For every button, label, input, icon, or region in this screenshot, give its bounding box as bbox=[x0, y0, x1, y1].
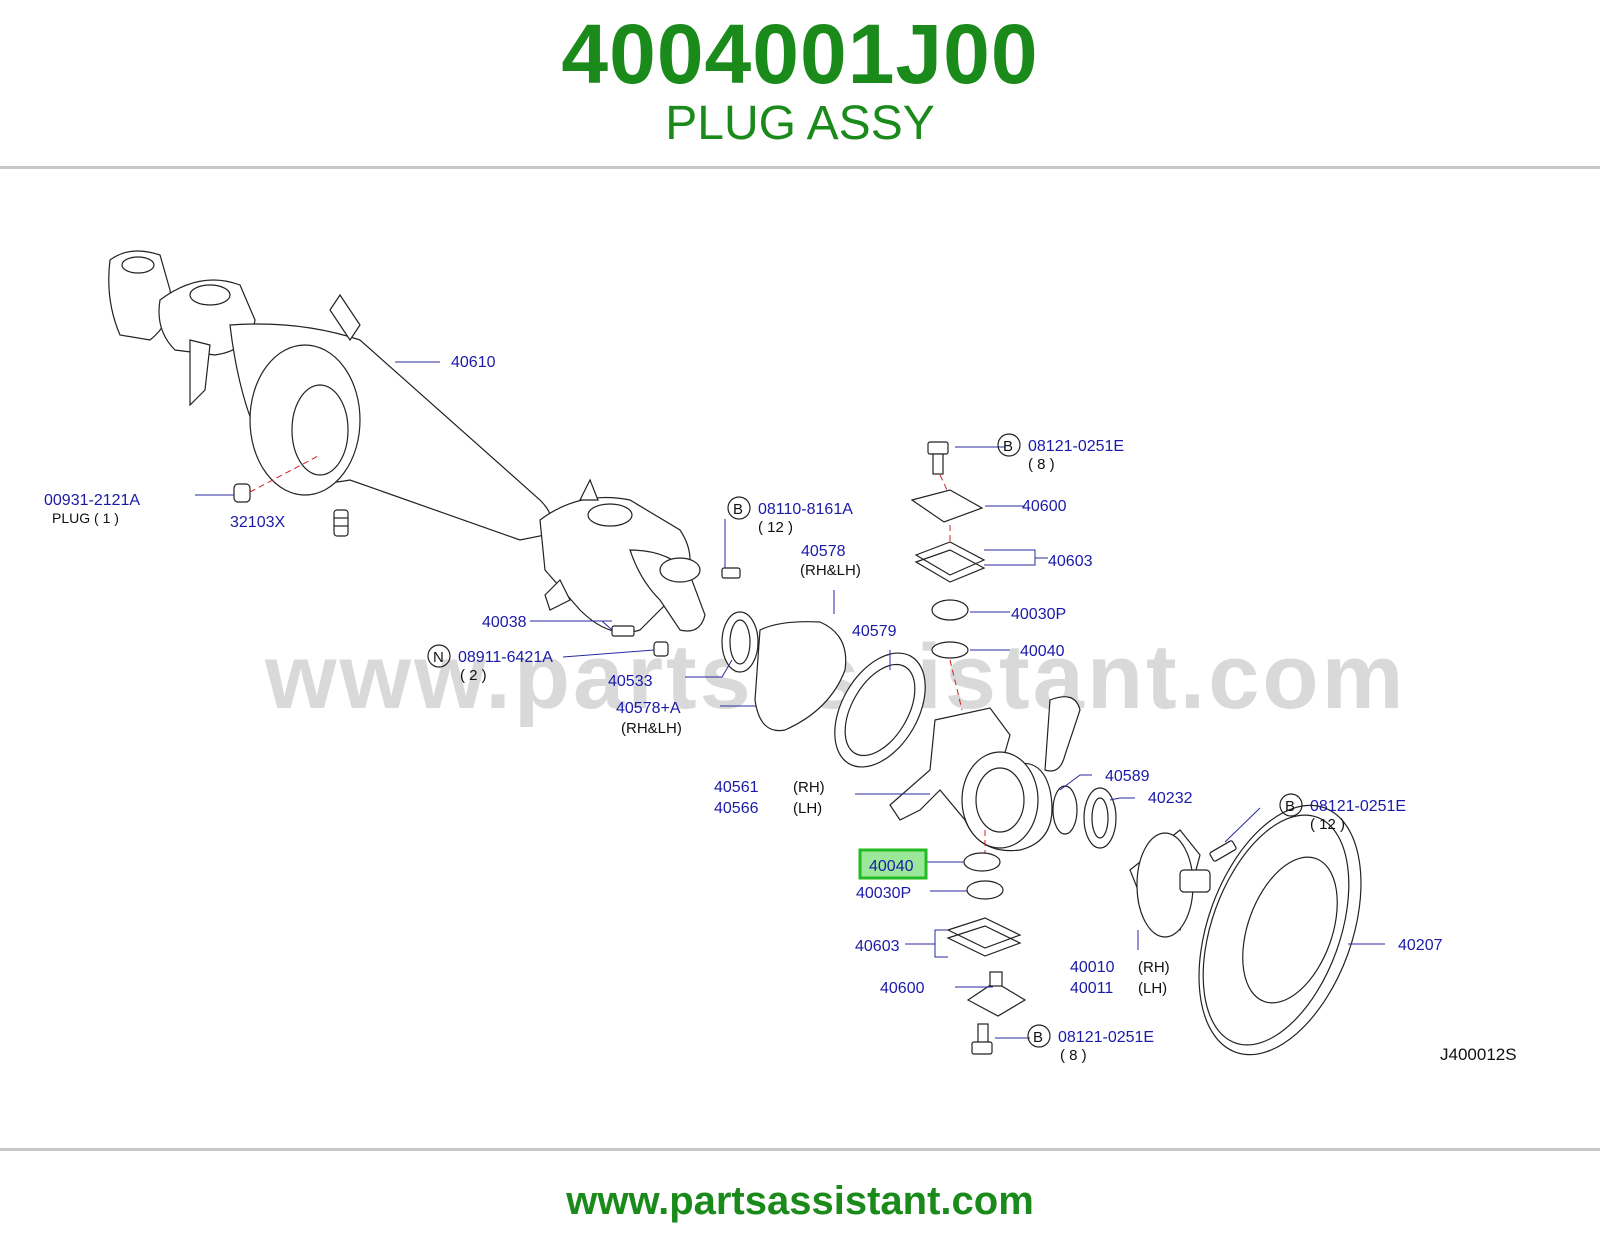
seal-40579 bbox=[834, 652, 926, 768]
n-badge-08911 bbox=[427, 644, 451, 668]
b-badge-08110 bbox=[727, 496, 751, 520]
label-40011[interactable]: 40011 bbox=[1070, 980, 1113, 997]
label-40603-top[interactable]: 40603 bbox=[1048, 553, 1093, 570]
label-40566[interactable]: 40566 bbox=[714, 800, 759, 817]
b-letter-08121-bottom: B bbox=[1033, 1029, 1043, 1046]
shim-40603-top bbox=[914, 541, 986, 576]
label-40030p-bottom[interactable]: 40030P bbox=[856, 885, 911, 902]
label-qty-2: ( 2 ) bbox=[460, 667, 487, 684]
label-rhlh-1: (RH&LH) bbox=[800, 562, 861, 579]
cap-40600-top bbox=[910, 489, 984, 523]
gasket-40578 bbox=[754, 621, 847, 732]
label-qty-12-a: ( 12 ) bbox=[758, 519, 793, 536]
label-40589[interactable]: 40589 bbox=[1105, 768, 1150, 785]
shim-40603-bottom bbox=[946, 917, 1022, 949]
selected-part-highlight bbox=[858, 848, 928, 880]
header: 4004001J00 PLUG ASSY bbox=[0, 0, 1600, 168]
drawing-code: J400012S bbox=[1440, 1045, 1517, 1064]
b-badge-08121-top bbox=[997, 433, 1021, 457]
bolt-40038 bbox=[611, 625, 635, 637]
label-00931-2121a[interactable]: 00931-2121A bbox=[44, 492, 140, 509]
label-40610[interactable]: 40610 bbox=[451, 354, 496, 371]
label-40533[interactable]: 40533 bbox=[608, 673, 653, 690]
n-letter-08911: N bbox=[433, 649, 444, 666]
label-08121-0251e-mid[interactable]: 08121-0251E bbox=[1310, 798, 1406, 815]
label-08121-0251e-top[interactable]: 08121-0251E bbox=[1028, 438, 1124, 455]
label-qty-8-top: ( 8 ) bbox=[1028, 456, 1055, 473]
label-40040-top[interactable]: 40040 bbox=[1020, 643, 1065, 660]
plug-part bbox=[233, 483, 251, 503]
label-rhlh-2: (RH&LH) bbox=[621, 720, 682, 737]
diagram-canvas: www.partsassistant.com bbox=[44, 250, 1517, 1064]
label-40578[interactable]: 40578 bbox=[801, 543, 846, 560]
seal-40589 bbox=[1052, 785, 1078, 835]
label-rh-2: (RH) bbox=[1138, 959, 1170, 976]
label-40579[interactable]: 40579 bbox=[852, 623, 897, 640]
label-40600-top[interactable]: 40600 bbox=[1022, 498, 1067, 515]
label-40600-bottom[interactable]: 40600 bbox=[880, 980, 925, 997]
bearing-40030p-bottom bbox=[966, 880, 1004, 900]
label-plug-qty: PLUG ( 1 ) bbox=[52, 510, 119, 526]
label-40561[interactable]: 40561 bbox=[714, 779, 759, 796]
label-08911-6421a[interactable]: 08911-6421A bbox=[458, 649, 553, 666]
cap-40600-bottom bbox=[966, 981, 1027, 1017]
label-40038[interactable]: 40038 bbox=[482, 614, 527, 631]
label-08110-8161a[interactable]: 08110-8161A bbox=[758, 501, 853, 518]
brake-disc-40207 bbox=[1198, 804, 1362, 1056]
label-40578-a[interactable]: 40578+A bbox=[616, 700, 681, 717]
b-badge-08121-mid bbox=[1279, 793, 1303, 817]
knuckle-drawing bbox=[889, 696, 1081, 852]
label-32103x[interactable]: 32103X bbox=[230, 514, 285, 531]
label-40040-selected[interactable]: 40040 bbox=[869, 858, 914, 875]
label-qty-12-b: ( 12 ) bbox=[1310, 816, 1345, 833]
label-rh-1: (RH) bbox=[793, 779, 825, 796]
hub-drawing bbox=[1129, 829, 1211, 938]
label-40030p-top[interactable]: 40030P bbox=[1011, 606, 1066, 623]
parts-diagram: www.partsassistant.com bbox=[0, 230, 1600, 1110]
b-badge-08121-bottom bbox=[1027, 1024, 1051, 1048]
label-lh-2: (LH) bbox=[1138, 980, 1167, 997]
label-qty-8-bottom: ( 8 ) bbox=[1060, 1047, 1087, 1064]
label-40232[interactable]: 40232 bbox=[1148, 790, 1193, 807]
seal-40040-bottom bbox=[963, 852, 1001, 872]
seal-40232 bbox=[1083, 787, 1117, 849]
axle-housing-drawing bbox=[108, 250, 706, 634]
hub-bolt bbox=[1209, 840, 1237, 862]
top-bolt bbox=[927, 441, 949, 475]
nut-08911 bbox=[653, 641, 669, 657]
part-name: PLUG ASSY bbox=[665, 97, 935, 150]
bottom-bolt bbox=[971, 1023, 993, 1055]
label-40603-bottom[interactable]: 40603 bbox=[855, 938, 900, 955]
label-40207[interactable]: 40207 bbox=[1398, 937, 1443, 954]
bottom-divider bbox=[0, 1148, 1600, 1151]
label-40010[interactable]: 40010 bbox=[1070, 959, 1115, 976]
bolt-08110 bbox=[721, 567, 741, 579]
b-letter-08121-top: B bbox=[1003, 438, 1013, 455]
label-lh-1: (LH) bbox=[793, 800, 822, 817]
top-divider bbox=[0, 166, 1600, 169]
part-number: 4004001J00 bbox=[561, 7, 1039, 101]
b-letter-08121-mid: B bbox=[1285, 798, 1295, 815]
bearing-40030p-top bbox=[931, 599, 969, 621]
b-letter-08110: B bbox=[733, 501, 743, 518]
label-08121-0251e-bottom[interactable]: 08121-0251E bbox=[1058, 1029, 1154, 1046]
footer-url[interactable]: www.partsassistant.com bbox=[566, 1179, 1034, 1223]
breather-part bbox=[333, 509, 349, 537]
seal-40533 bbox=[721, 611, 759, 673]
seal-40040-top bbox=[931, 641, 969, 659]
